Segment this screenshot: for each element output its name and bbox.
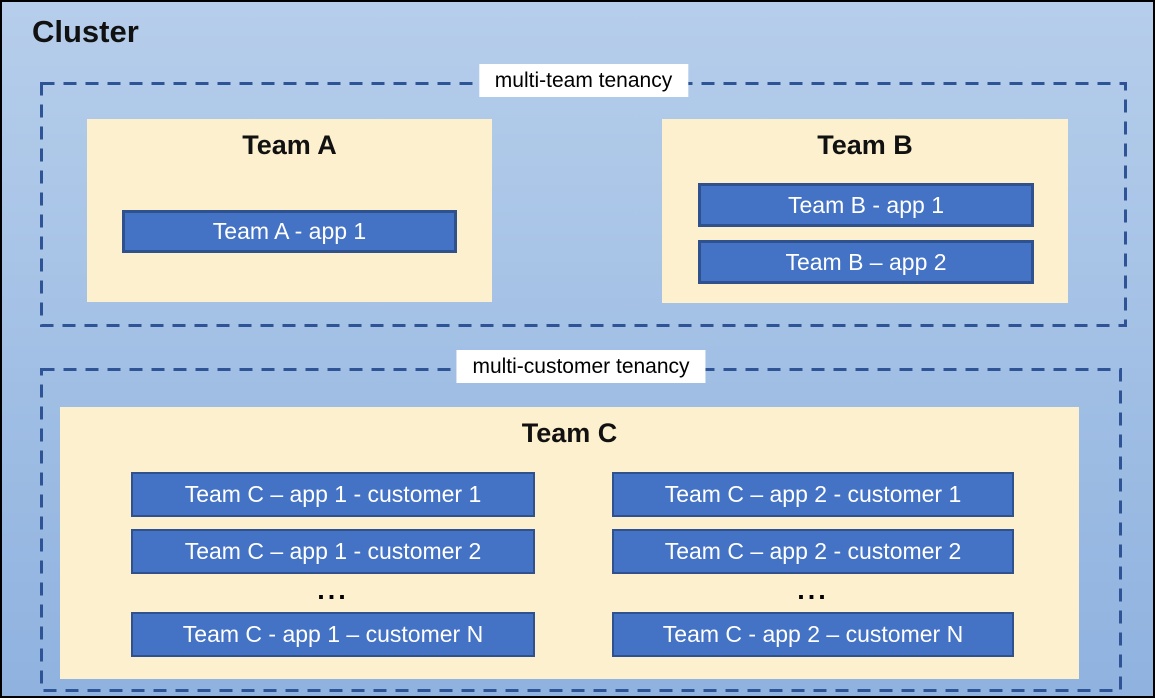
dashed-border bbox=[40, 82, 1127, 327]
multi-team-tenancy-group: multi-team tenancy Team A Team A - app 1… bbox=[40, 64, 1127, 327]
team-c-app1-customer2-box: Team C – app 1 - customer 2 bbox=[131, 529, 535, 574]
team-b-app2-box: Team B – app 2 bbox=[698, 240, 1034, 284]
team-c-app2-customer1-box: Team C – app 2 - customer 1 bbox=[612, 472, 1014, 517]
team-c-title: Team C bbox=[521, 418, 618, 448]
cluster-title: Cluster bbox=[32, 14, 139, 49]
team-c-app2-ellipsis: ... bbox=[797, 575, 829, 605]
team-b-app1-box: Team B - app 1 bbox=[698, 183, 1034, 227]
team-c-app1-ellipsis: ... bbox=[317, 575, 349, 605]
multi-customer-tenancy-group: multi-customer tenancy Team C Team C – a… bbox=[40, 350, 1122, 692]
multi-team-tenancy-label: multi-team tenancy bbox=[478, 64, 689, 98]
team-c-app2-customerN-box: Team C - app 2 – customer N bbox=[612, 612, 1014, 657]
team-c-app1-customerN-box: Team C - app 1 – customer N bbox=[131, 612, 535, 657]
team-b-title: Team B bbox=[817, 130, 913, 160]
team-b-box: Team B Team B - app 1 Team B – app 2 bbox=[662, 119, 1068, 303]
team-a-app1-box: Team A - app 1 bbox=[122, 210, 457, 253]
multi-customer-tenancy-label: multi-customer tenancy bbox=[456, 350, 706, 384]
team-c-app1-customer1-box: Team C – app 1 - customer 1 bbox=[131, 472, 535, 517]
team-c-box: Team C Team C – app 1 - customer 1 Team … bbox=[60, 407, 1079, 679]
team-c-app2-customer2-box: Team C – app 2 - customer 2 bbox=[612, 529, 1014, 574]
team-a-box: Team A Team A - app 1 bbox=[87, 119, 492, 302]
team-a-title: Team A bbox=[242, 130, 337, 160]
